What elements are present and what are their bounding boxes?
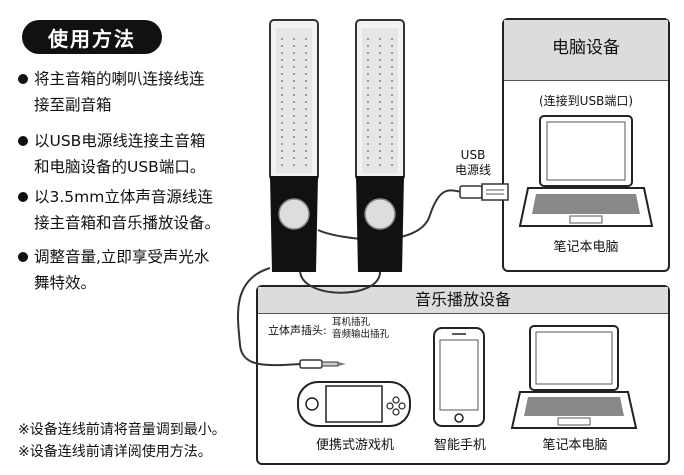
step-2-line-1: 以USB电源线连接主音箱 <box>34 132 206 150</box>
speaker-link-cable <box>299 269 381 294</box>
step-3: 以3.5mm立体声音源线连 接主音箱和音乐播放设备。 <box>18 184 253 236</box>
step-1-line-1: 将主音箱的喇叭连接线连 <box>34 70 205 88</box>
music-device-box: 音乐播放设备 <box>256 285 670 465</box>
game-console-label: 便携式游戏机 <box>315 438 394 453</box>
pc-box-title: 电脑设备 <box>504 20 668 81</box>
note-1: ※设备连线前请将音量调到最小。 <box>18 422 226 438</box>
game-console-icon <box>297 381 411 427</box>
note-2: ※设备连线前请详阅使用方法。 <box>18 444 212 460</box>
usb-plug-icon <box>459 183 509 201</box>
usb-cable <box>317 189 463 241</box>
audio-out-jack-label: 音频输出插孔 <box>332 329 390 340</box>
step-1-line-2: 接至副音箱 <box>34 96 112 114</box>
step-2-line-2: 和电脑设备的USB端口。 <box>34 158 206 176</box>
bullet-icon <box>18 252 28 262</box>
audio-plug-icon <box>299 359 346 369</box>
step-2: 以USB电源线连接主音箱 和电脑设备的USB端口。 <box>18 128 253 180</box>
main-speaker-icon <box>269 19 319 272</box>
smartphone-icon <box>433 327 485 427</box>
headphone-jack-label: 耳机插孔 <box>332 317 371 328</box>
music-laptop-label: 笔记本电脑 <box>542 438 608 453</box>
sub-speaker-icon <box>355 19 405 272</box>
music-laptop-icon <box>510 325 638 429</box>
step-3-line-2: 接主音箱和音乐播放设备。 <box>34 214 221 232</box>
usb-port-label: (连接到USB端口) <box>539 94 633 108</box>
usb-cable-label: USB 电源线 <box>448 148 498 178</box>
pc-laptop-icon <box>518 115 654 227</box>
stereo-plug-label: 立体声插头: <box>268 324 327 337</box>
pc-device-box: 电脑设备 <box>502 18 670 272</box>
bullet-icon <box>18 136 28 146</box>
pc-laptop-label: 笔记本电脑 <box>553 240 619 255</box>
bullet-icon <box>18 74 28 84</box>
smartphone-label: 智能手机 <box>433 438 486 453</box>
step-4: 调整音量,立即享受声光水 舞特效。 <box>18 244 253 296</box>
audio-cable <box>237 267 301 367</box>
bullet-icon <box>18 192 28 202</box>
jack-labels: 耳机插孔 音频输出插孔 <box>332 317 389 341</box>
usb-label-line-2: 电源线 <box>454 163 491 177</box>
step-3-line-1: 以3.5mm立体声音源线连 <box>34 188 213 206</box>
step-1: 将主音箱的喇叭连接线连 接至副音箱 <box>18 66 253 118</box>
step-4-line-2: 舞特效。 <box>34 274 97 292</box>
usb-label-line-1: USB <box>460 148 486 162</box>
step-4-line-1: 调整音量,立即享受声光水 <box>34 248 210 266</box>
page-title: 使用方法 <box>22 20 162 54</box>
